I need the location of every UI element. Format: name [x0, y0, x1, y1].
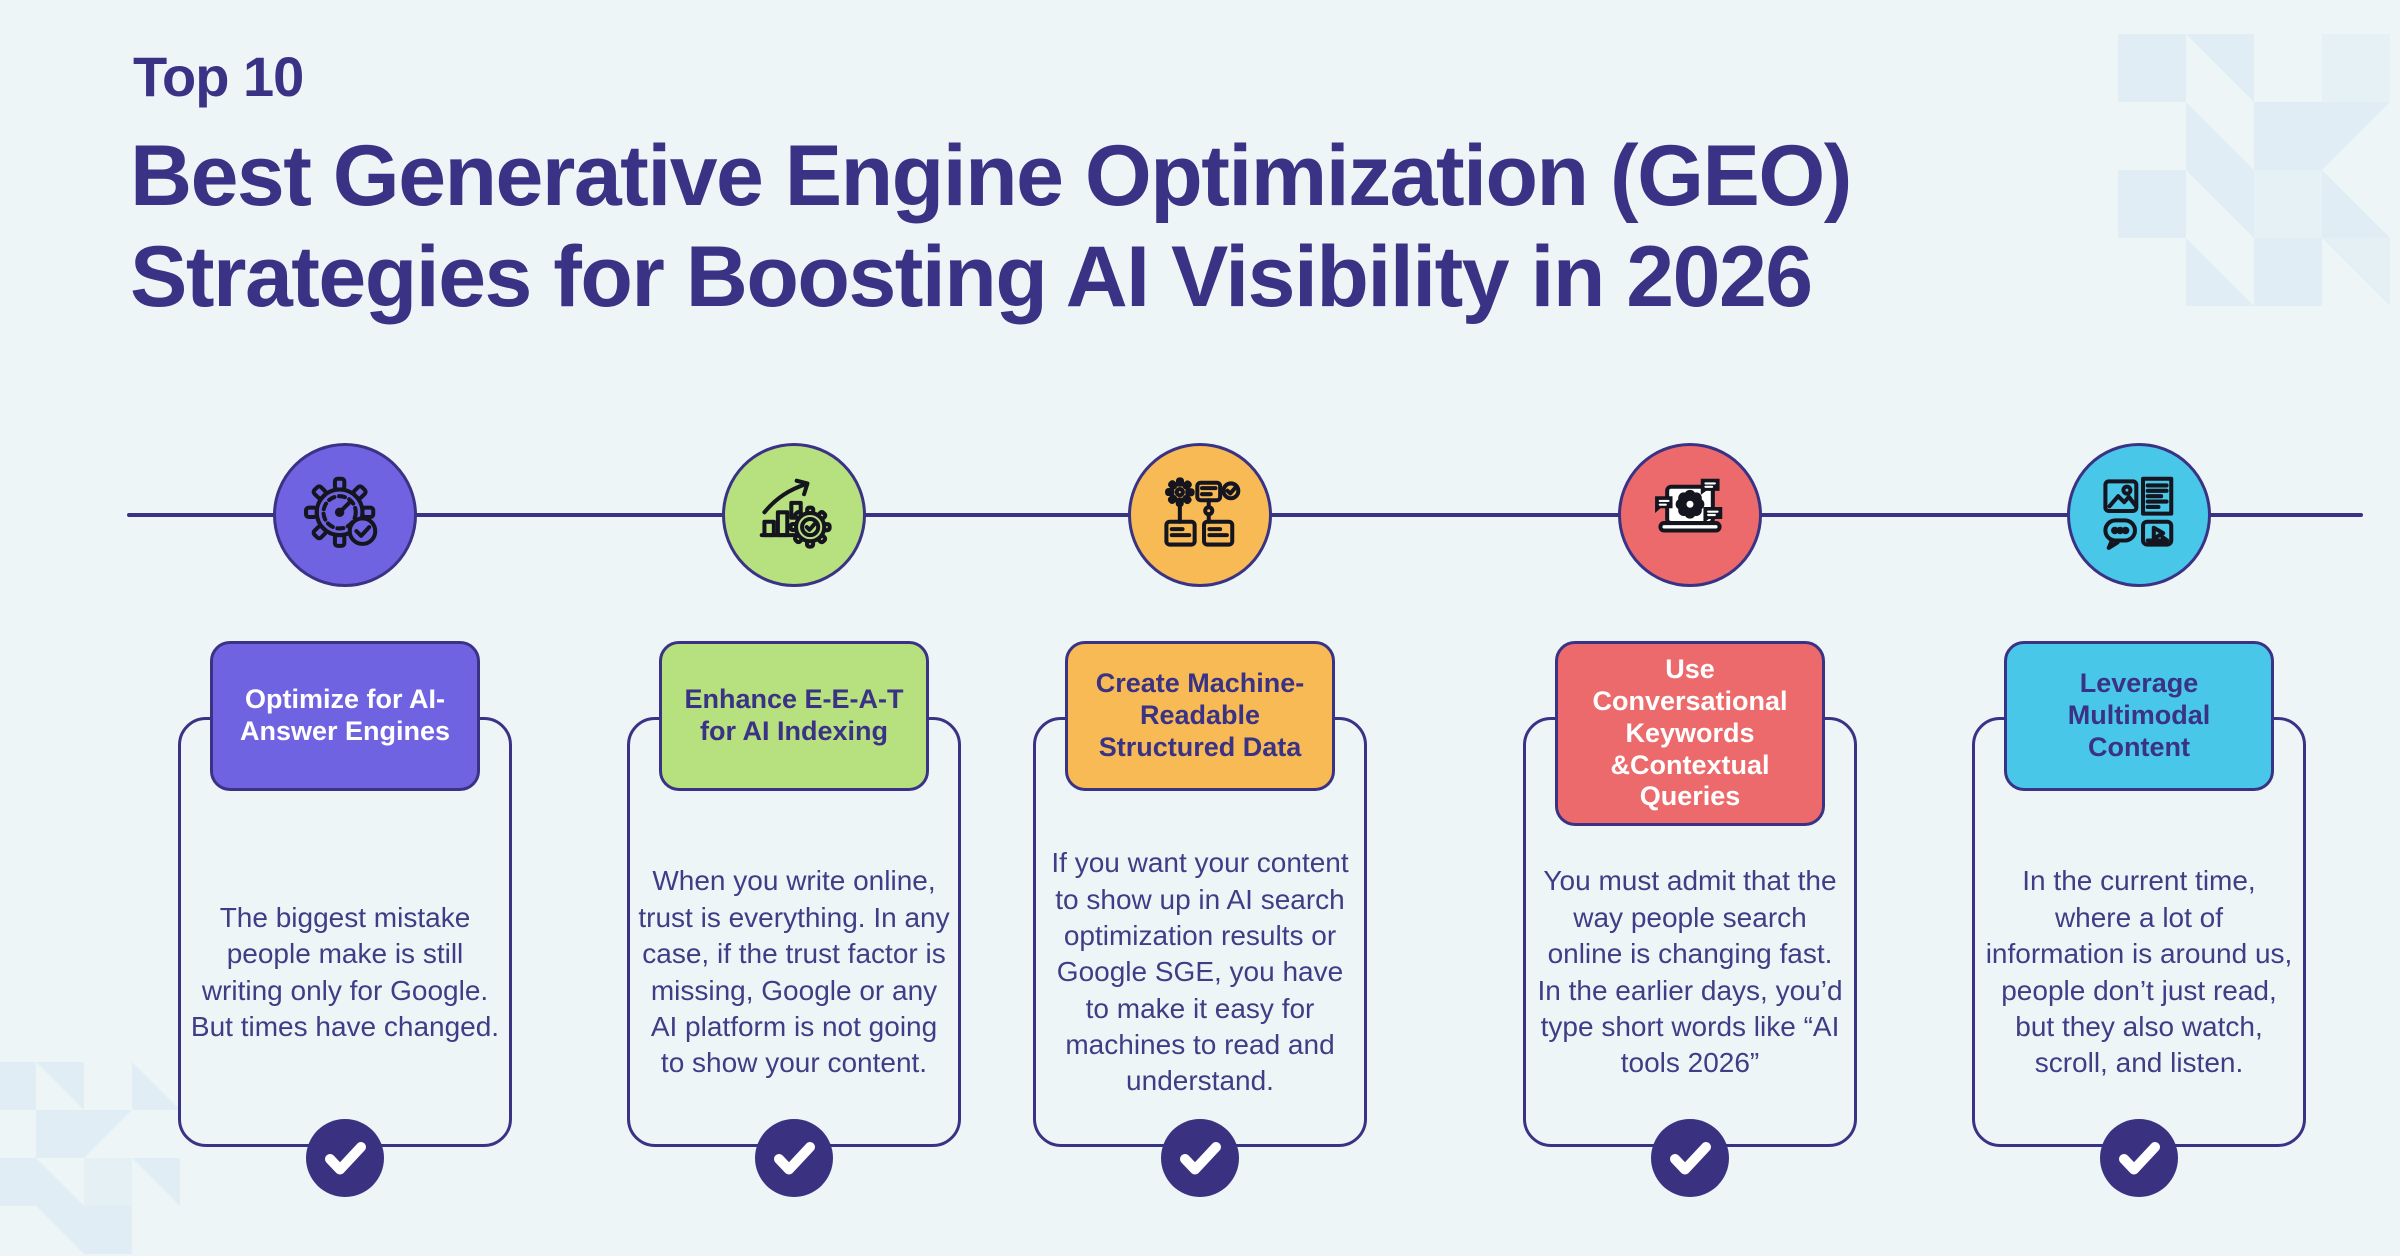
strategy-1-body-area: The biggest mistake people make is still… — [188, 815, 502, 1130]
strategy-3-icon-circle — [1128, 443, 1272, 587]
strategy-2-icon-circle — [722, 443, 866, 587]
strategy-4-icon-circle — [1618, 443, 1762, 587]
strategy-4-body-area: You must admit that the way people searc… — [1533, 815, 1847, 1130]
strategy-column-5: Leverage Multimodal Content In the curre… — [1972, 0, 2306, 1256]
strategy-column-2: Enhance E-E-A-T for AI Indexing When you… — [627, 0, 961, 1256]
strategy-1-description: The biggest mistake people make is still… — [190, 901, 500, 1042]
strategy-2-title-box: Enhance E-E-A-T for AI Indexing — [659, 641, 929, 791]
strategy-column-3: Create Machine-Readable Structured Data … — [1033, 0, 1367, 1256]
strategy-3-title-box: Create Machine-Readable Structured Data — [1065, 641, 1335, 791]
strategy-2-title: Enhance E-E-A-T for AI Indexing — [684, 684, 904, 746]
strategy-3-description: If you want your content to show up in A… — [1051, 847, 1349, 1097]
check-icon — [1651, 1119, 1729, 1197]
strategy-2-description: When you write online, trust is everythi… — [638, 865, 950, 1079]
strategy-5-icon-circle — [2067, 443, 2211, 587]
strategy-column-4: Use Conversational Keywords &Contextual … — [1523, 0, 1857, 1256]
strategy-4-title-box: Use Conversational Keywords &Contextual … — [1555, 641, 1825, 827]
conversational-ai-laptop-icon — [1655, 478, 1723, 533]
gauge-gear-check-icon — [304, 476, 378, 548]
strategy-3-body-area: If you want your content to show up in A… — [1043, 815, 1357, 1130]
check-icon — [755, 1119, 833, 1197]
strategy-column-1: Optimize for AI-Answer Engines The bigge… — [178, 0, 512, 1256]
strategy-5-title-box: Leverage Multimodal Content — [2004, 641, 2274, 791]
check-icon — [2100, 1119, 2178, 1197]
check-icon — [1161, 1119, 1239, 1197]
strategy-3-title: Create Machine-Readable Structured Data — [1095, 668, 1305, 762]
checker-pattern-top-right-decoration — [2118, 34, 2390, 306]
strategy-1-icon-circle — [273, 443, 417, 587]
growth-chart-gear-icon — [759, 478, 832, 549]
strategy-2-body-area: When you write online, trust is everythi… — [637, 815, 951, 1130]
kicker-top-10: Top 10 — [133, 45, 304, 108]
check-icon — [306, 1119, 384, 1197]
strategy-1-title: Optimize for AI-Answer Engines — [239, 684, 451, 746]
strategy-5-body-area: In the current time, where a lot of info… — [1982, 815, 2296, 1130]
strategy-1-title-box: Optimize for AI-Answer Engines — [210, 641, 480, 791]
structured-data-flow-icon — [1164, 477, 1241, 547]
multimodal-content-grid-icon — [2103, 476, 2174, 550]
checker-pattern-bottom-left-decoration — [0, 1062, 180, 1254]
strategy-4-description: You must admit that the way people searc… — [1537, 865, 1843, 1079]
strategy-5-description: In the current time, where a lot of info… — [1985, 865, 2293, 1079]
strategy-5-title: Leverage Multimodal Content — [2067, 668, 2211, 762]
page-title: Best Generative Engine Optimization (GEO… — [130, 128, 1852, 325]
strategy-4-title: Use Conversational Keywords &Contextual … — [1592, 654, 1788, 812]
